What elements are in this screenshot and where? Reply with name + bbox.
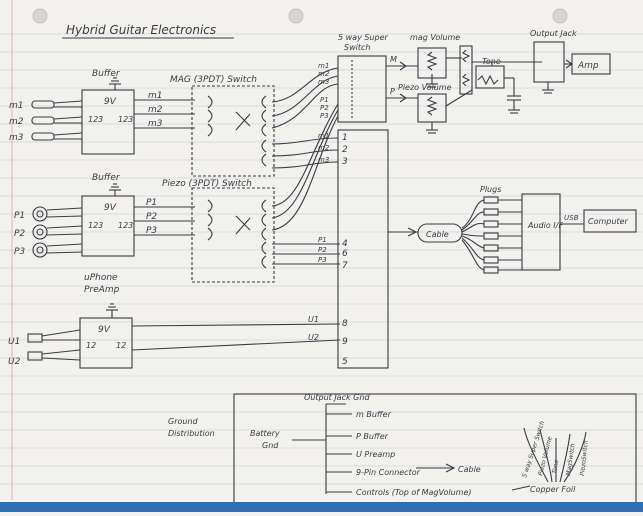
ground-source-top: Battery [250,429,280,438]
diagram-title: Hybrid Guitar Electronics [66,23,216,37]
mag-output-m2-label: m2 [148,105,163,115]
connector-name-7: U1 [308,315,319,324]
connector-pin-2: 2 [342,145,348,155]
ground-item-1: m Buffer [356,410,392,419]
plug-icons [484,197,522,273]
piezo-output-p3-label: P3 [146,226,157,236]
five-way-row-p2: P2 [320,104,329,112]
pickup-m3-icon [32,133,54,140]
preamp-input-u2-label: U2 [8,357,21,367]
five-way-row-m1: m1 [318,62,329,70]
ground-title-top: Ground [168,417,199,426]
piezo-buffer-battery: 9V [104,203,117,213]
preamp-ch-right: 12 [116,341,126,350]
five-way-row-m3: m3 [318,78,329,86]
mag-volume-label: mag Volume [410,33,460,42]
preamp-label-top: uPhone [84,273,118,283]
ground-title-bottom: Distribution [168,429,215,438]
desk-edge [0,502,643,512]
connector-name-8: U2 [308,333,319,342]
mag-input-m2-label: m2 [9,117,24,127]
ground-item-4: 9-Pin Connector [356,468,421,477]
piezo-output-p2-label: P2 [146,212,157,222]
connector-pin-3: 3 [342,157,348,167]
connector-name-6: P3 [318,256,327,264]
copper-foil-label: Copper Foil [530,485,576,494]
foil-item-5: PiezoSwitch [579,440,590,476]
connector-pin-8: 8 [342,319,348,329]
ground-header: Output Jack Gnd [304,393,370,402]
usb-label: USB [564,214,579,222]
five-way-row-m2: m2 [318,70,330,78]
five-way-row-p1: P1 [320,96,329,104]
output-jack-label: Output Jack [530,29,577,38]
pickup-m2-icon [32,117,54,124]
connector-pin-9: 9 [342,337,348,347]
mag-input-m3-label: m3 [9,133,24,143]
tone-label: Tone [482,57,501,66]
piezo-buffer-label: Buffer [92,173,121,183]
five-way-row-p3: P3 [320,112,329,120]
five-way-label-bottom: Switch [344,43,370,52]
foil-item-3: Tone [551,459,560,474]
computer-label: Computer [588,217,628,226]
plugs-label: Plugs [480,185,501,194]
audio-interface-label: Audio I/F [527,221,563,230]
cable-label: Cable [426,230,449,239]
connector-pin-7: 7 [342,261,348,271]
jack-u1-icon [28,334,42,342]
mag-buffer-label: Buffer [92,69,121,79]
connector-pin-6: 6 [342,249,348,259]
mag-output-m3-label: m3 [148,119,163,129]
connector-name-4: P1 [318,236,327,244]
preamp-label-bottom: PreAmp [84,285,120,295]
connector-name-2: m2 [318,144,330,152]
piezo-output-p1-label: P1 [146,198,157,208]
mag-switch-label: MAG (3PDT) Switch [170,75,257,85]
connector-pin-5: 5 [342,357,348,367]
ground-source-bottom: Gnd [262,441,279,450]
connector-pin-1: 1 [342,133,348,143]
ground-item-2: P Buffer [356,432,389,441]
connector-name-1: m1 [318,132,329,140]
five-way-output-m: M [390,55,397,64]
piezo-volume-label: Piezo Volume [398,83,452,92]
mag-input-m1-label: m1 [9,101,24,111]
ground-item-3: U Preamp [356,450,395,459]
punch-hole [33,9,47,23]
ground-item-5: Controls (Top of MagVolume) [356,488,472,497]
punch-hole [289,9,303,23]
amp-label: Amp [577,61,599,71]
mag-output-m1-label: m1 [148,91,163,101]
piezo-input-p3-label: P3 [14,247,25,257]
piezo-buffer-ch-right: 123 [118,221,133,230]
mag-buffer-ch-right: 123 [118,115,133,124]
connector-name-5: P2 [318,246,327,254]
pickup-m1-icon [32,101,54,108]
piezo-switch-label: Piezo (3PDT) Switch [162,179,252,189]
punch-hole [553,9,567,23]
mag-buffer-battery: 9V [104,97,117,107]
mag-buffer-ch-left: 123 [88,115,103,124]
five-way-output-p: P [390,87,395,96]
preamp-ch-left: 12 [86,341,96,350]
ground-cable-note: Cable [458,465,481,474]
five-way-label-top: 5 way Super [338,33,389,42]
piezo-buffer-ch-left: 123 [88,221,103,230]
jack-u2-icon [28,352,42,360]
five-way-switch-box [338,56,386,122]
connector-name-3: m3 [318,156,329,164]
preamp-input-u1-label: U1 [8,337,20,347]
piezo-input-p1-label: P1 [14,211,25,221]
connector-pin-4: 4 [342,239,348,249]
preamp-battery: 9V [98,325,111,335]
piezo-input-p2-label: P2 [14,229,25,239]
